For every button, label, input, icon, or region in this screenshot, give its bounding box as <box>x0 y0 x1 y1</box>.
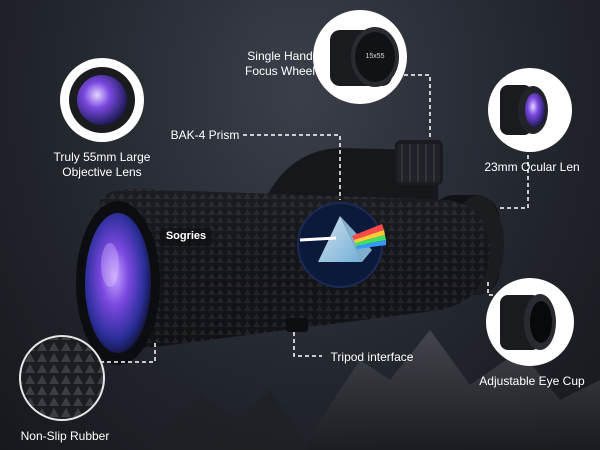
ocular-label: 23mm Ocular Len <box>484 160 580 174</box>
rainbow-icon <box>352 224 386 249</box>
tripod-label: Tripod interface <box>330 350 414 364</box>
eye-cup-label: Adjustable Eye Cup <box>479 374 585 388</box>
leader-line-prism <box>243 134 341 200</box>
brand-label: Sogries <box>165 230 207 242</box>
objective-lens-label: Truly 55mm Large Objective Lens <box>53 150 151 179</box>
rubber-texture-callout <box>20 336 104 420</box>
prism-icon <box>318 216 362 262</box>
rubber-label: Non-Slip Rubber <box>20 429 110 443</box>
mountain-silhouette <box>150 390 310 450</box>
leader-line-ocular <box>500 148 529 209</box>
focus-wheel-label: Single Hand Focus Wheel <box>244 49 316 78</box>
focus-wheel-marking: 15x55 <box>365 53 385 60</box>
monocular <box>76 140 504 365</box>
prism-label: BAK-4 Prism <box>170 128 240 142</box>
leader-line-tripod <box>293 332 322 357</box>
